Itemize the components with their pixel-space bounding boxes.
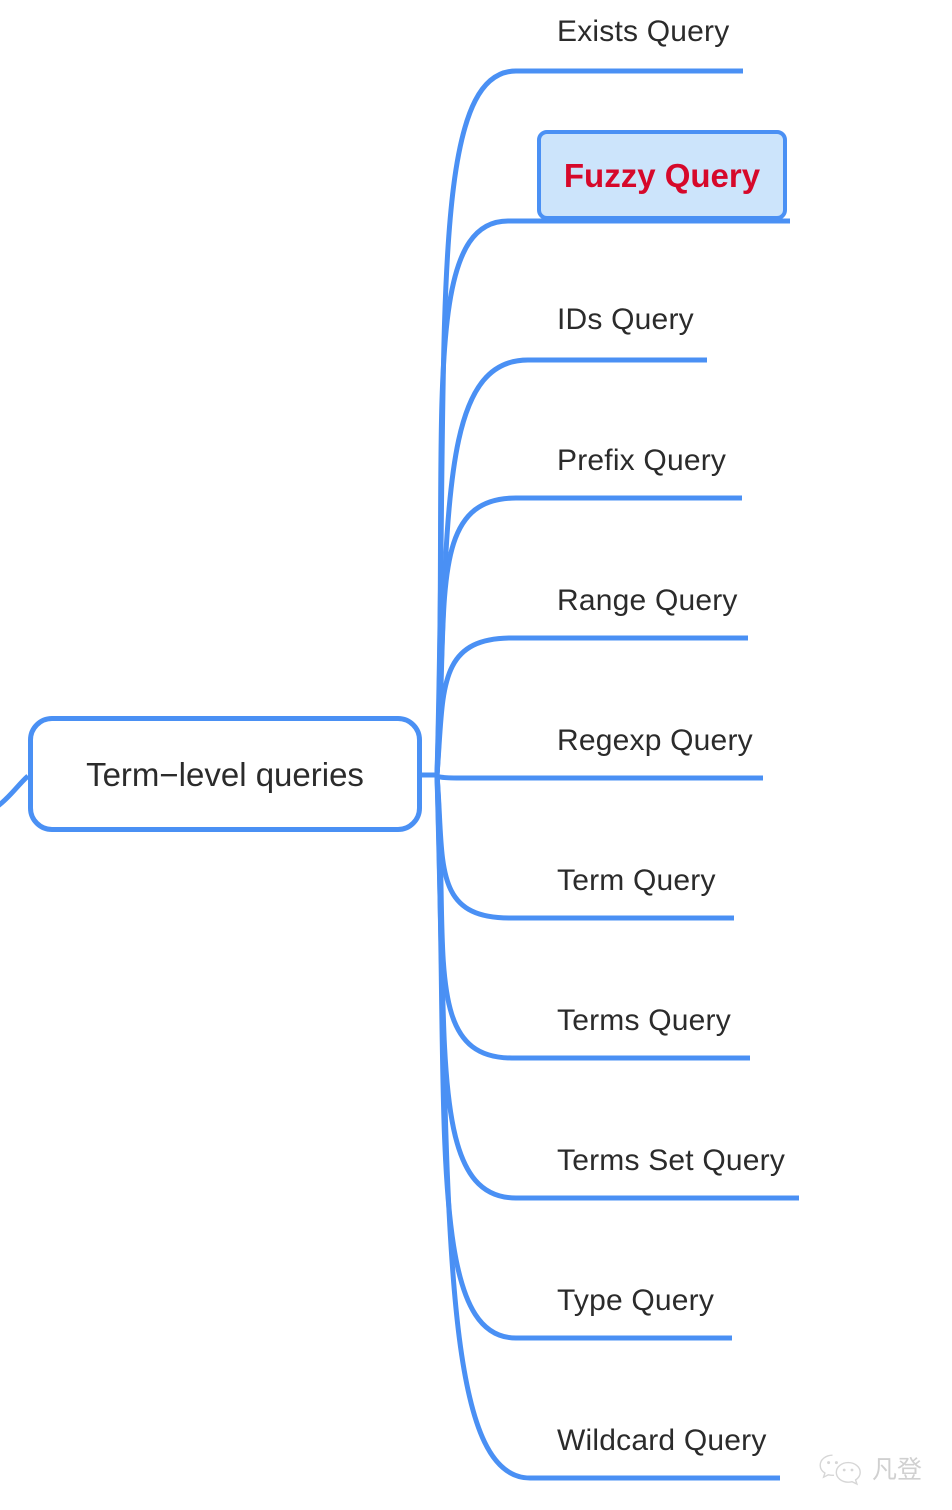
root-left-stub: [0, 774, 30, 808]
watermark-text: 凡登: [872, 1454, 923, 1484]
wechat-icon: [818, 1452, 864, 1486]
node-ids-query[interactable]: IDs Query: [557, 303, 694, 336]
node-type-query[interactable]: Type Query: [557, 1284, 715, 1317]
node-fuzzy-query[interactable]: Fuzzy Query: [537, 130, 787, 220]
watermark: 凡登: [818, 1452, 922, 1486]
node-wildcard-query[interactable]: Wildcard Query: [557, 1424, 767, 1457]
branch-line-regexp-query: [434, 773, 763, 781]
node-prefix-query[interactable]: Prefix Query: [557, 444, 727, 477]
branch-line-ids-query: [434, 357, 707, 776]
branch-line-terms-set-query: [434, 774, 799, 1201]
node-term-query[interactable]: Term Query: [557, 864, 716, 897]
node-fuzzy-query-label: Fuzzy Query: [563, 156, 761, 194]
node-regexp-query[interactable]: Regexp Query: [557, 724, 753, 757]
branch-line-range-query: [434, 635, 748, 776]
root-node-label: Term−level queries: [86, 755, 364, 793]
branches-group: [422, 68, 799, 1481]
node-exists-query[interactable]: Exists Query: [557, 15, 730, 48]
branch-line-wildcard-query: [434, 774, 780, 1481]
node-terms-set-query[interactable]: Terms Set Query: [557, 1144, 786, 1177]
root-node[interactable]: Term−level queries: [28, 716, 422, 832]
node-terms-query[interactable]: Terms Query: [557, 1004, 731, 1037]
node-range-query[interactable]: Range Query: [557, 584, 738, 617]
